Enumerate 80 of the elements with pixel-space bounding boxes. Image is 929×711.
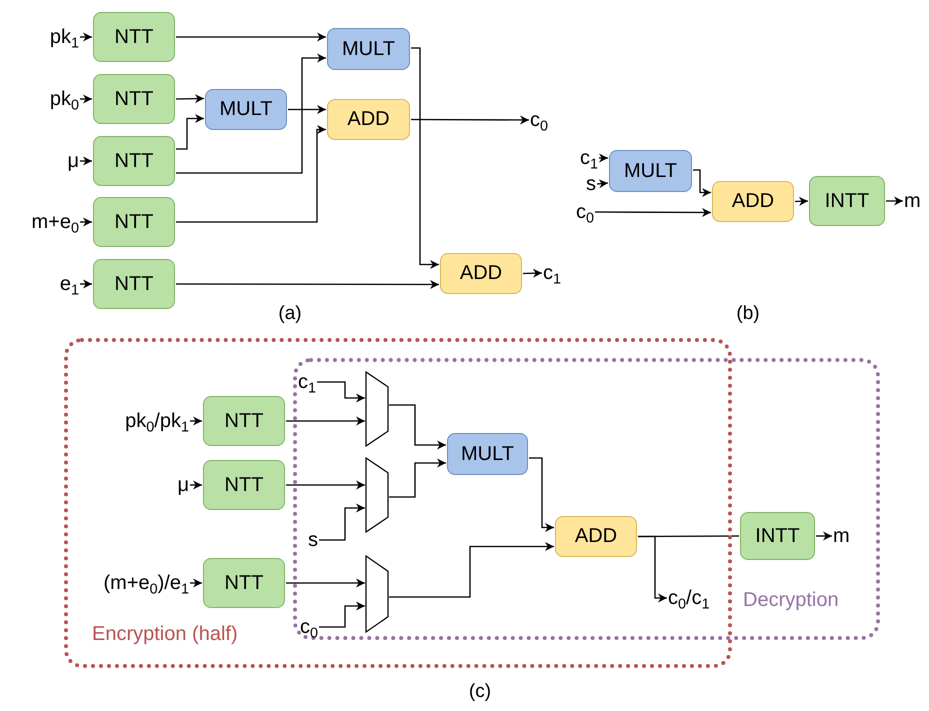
process-box: NTT [203,460,285,510]
arrow [389,404,446,450]
arrow [319,504,365,541]
arrow [411,47,439,269]
process-box: INTT [740,512,815,560]
process-box: NTT [203,558,285,608]
signal-label: s [308,530,318,550]
signal-label: pk$_{0}$/pk$_{1}$ [125,411,189,431]
signal-label: μ [67,151,79,171]
signal-label: c$_{0}$ [300,617,318,637]
arrow [522,268,542,278]
region-label: Encryption (half) [92,623,238,646]
process-box: ADD [712,181,794,222]
arrow [286,578,365,588]
multiplexer-symbol [366,458,388,532]
panel-label: (a) [278,303,302,325]
arrow [529,457,554,532]
region-label: Decryption [743,589,839,612]
signal-label: c$_{1}$ [543,263,562,283]
arrow [693,169,711,197]
arrow [319,602,365,628]
process-box: NTT [203,396,285,446]
arrow [190,416,202,426]
process-box: NTT [93,74,175,124]
arrow [80,156,92,166]
process-box: NTT [93,12,175,62]
arrow [176,280,439,289]
arrow [80,218,92,226]
process-box: ADD [440,253,522,294]
process-box: MULT [447,433,528,475]
arrow [176,94,204,104]
signal-label: pk$_{1}$ [50,27,79,47]
arrow [190,578,202,588]
process-box: NTT [93,197,175,247]
signal-label: m [904,191,921,211]
arrow [176,125,326,223]
signal-label: m+e$_{0}$ [32,212,79,232]
signal-label: μ [177,475,189,495]
panel-label: (c) [468,681,492,703]
signal-label: s [586,174,596,194]
signal-label: pk$_{0}$ [50,89,79,109]
arrow [317,381,365,402]
signal-label: c$_{0}$ [576,202,594,222]
signal-label: (m+e$_{0}$)/e$_{1}$ [104,573,189,593]
process-box: NTT [93,259,175,309]
signal-label: c$_{0}$ [530,110,548,130]
arrow [411,115,529,124]
process-box: MULT [609,150,692,192]
process-box: ADD [327,99,410,140]
signal-label: c$_{1}$ [580,148,598,168]
arrow [176,54,326,174]
arrow [80,280,92,288]
arrow [190,480,202,490]
panel-label: (b) [736,303,760,325]
arrow [80,94,92,104]
signal-label: m [833,526,850,546]
arrow [286,416,365,426]
arrow [595,208,711,217]
arrow [389,458,446,498]
multiplexer-symbol [366,372,388,446]
arrow [176,32,326,42]
arrow [176,114,204,150]
signal-label: e$_{1}$ [60,274,79,294]
arrow [794,196,808,206]
arrow [599,154,608,162]
process-box: INTT [809,176,885,226]
process-box: NTT [93,136,175,186]
multiplexer-symbol [366,556,388,632]
arrow [80,32,92,42]
process-box: ADD [555,516,637,557]
arrow [816,532,832,540]
arrow [596,179,608,188]
process-box: MULT [327,28,410,70]
arrow [288,105,326,114]
arrow [886,196,903,206]
process-box: MULT [205,89,287,130]
signal-label: c$_{0}$/c$_{1}$ [668,588,710,608]
arrow [389,542,554,598]
signal-label: c$_{1}$ [298,372,316,392]
arrow [286,480,365,490]
